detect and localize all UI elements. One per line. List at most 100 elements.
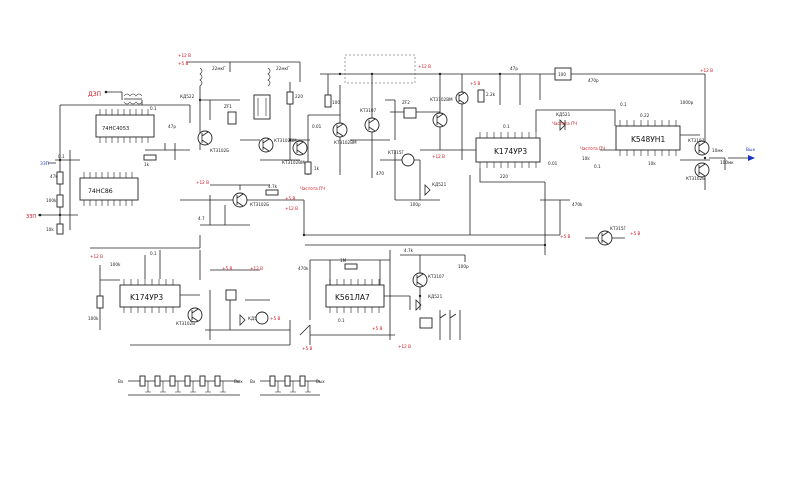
transistor-switch — [597, 230, 613, 246]
svg-text:КД521: КД521 — [432, 182, 447, 187]
transistor-t6 — [364, 117, 380, 133]
svg-text:47p: 47p — [168, 124, 176, 129]
ic-k174ur3-upper-label: K174УР3 — [494, 147, 527, 156]
svg-text:ЗЗП: ЗЗП — [40, 161, 49, 167]
relay-contacts — [439, 310, 461, 340]
transistor-relay — [412, 272, 428, 288]
transistor-t7 — [432, 112, 448, 128]
svg-text:10k: 10k — [46, 227, 54, 232]
logic-stage: K561ЛА7 1M 470k +5 В 0.1 +5 В КТ3107 КД5… — [298, 248, 469, 351]
svg-text:+12 В: +12 В — [418, 64, 431, 69]
svg-text:470p: 470p — [588, 78, 599, 83]
svg-text:ZF2: ZF2 — [402, 100, 410, 105]
svg-text:470: 470 — [376, 171, 384, 176]
lo-dashed-box — [344, 54, 416, 84]
svg-text:1000p: 1000p — [680, 100, 694, 105]
transistor-t3 — [292, 140, 308, 156]
diode-d3 — [424, 184, 431, 196]
svg-text:+12 В: +12 В — [178, 53, 191, 58]
svg-text:КД521: КД521 — [428, 294, 443, 299]
if-amplifier: K174УР3 0.1 220 0.01 100 470p 47p Частот… — [460, 66, 605, 245]
svg-text:0.01: 0.01 — [548, 161, 558, 166]
svg-text:+5 В: +5 В — [560, 234, 571, 239]
svg-text:КД521: КД521 — [556, 112, 571, 117]
svg-text:4.7k: 4.7k — [268, 184, 278, 189]
svg-text:КТ3102ВМ: КТ3102ВМ — [274, 138, 297, 143]
svg-text:Вх: Вх — [118, 379, 124, 384]
svg-text:220: 220 — [295, 94, 303, 99]
svg-text:0.1: 0.1 — [338, 318, 345, 323]
resistor-r16 — [96, 295, 104, 309]
svg-text:Частота ПЧ: Частота ПЧ — [580, 146, 605, 151]
svg-text:100мк: 100мк — [720, 160, 734, 165]
svg-text:0.1: 0.1 — [150, 251, 157, 256]
svg-text:Частота ПЧ: Частота ПЧ — [300, 186, 325, 191]
output-arrow-icon — [748, 155, 755, 161]
svg-text:0.1: 0.1 — [620, 102, 627, 107]
svg-text:47p: 47p — [510, 66, 518, 71]
svg-text:100k: 100k — [88, 316, 99, 321]
ic-74hc86 — [79, 177, 139, 201]
transistor-bias — [232, 192, 248, 208]
svg-text:КТ315Г: КТ315Г — [388, 150, 405, 155]
svg-text:КТ3102Б: КТ3102Б — [210, 148, 229, 153]
junction-dots — [58, 72, 707, 298]
svg-text:0.01: 0.01 — [312, 124, 322, 129]
svg-text:1k: 1k — [314, 166, 320, 171]
relay-coil — [419, 317, 433, 329]
svg-text:+12 В: +12 В — [250, 266, 263, 271]
svg-text:100k: 100k — [110, 262, 121, 267]
switch-icon[interactable] — [299, 324, 311, 345]
oscillator-stage: +12 В +5 В 22мкГ КД522 КТ3102Б ZF1 22мкГ… — [178, 53, 496, 178]
transistor-lower-2 — [255, 311, 269, 325]
svg-text:0.1: 0.1 — [503, 124, 510, 129]
resistor-r4 — [56, 194, 64, 208]
svg-text:1k: 1k — [144, 162, 150, 167]
svg-text:+12 В: +12 В — [700, 68, 713, 73]
svg-text:+5 В: +5 В — [178, 61, 189, 66]
svg-text:4.7: 4.7 — [198, 216, 205, 221]
svg-text:+12 В: +12 В — [285, 206, 298, 211]
svg-text:0.1: 0.1 — [594, 164, 601, 169]
svg-text:КТ3107: КТ3107 — [688, 138, 705, 143]
left-output-terminal — [38, 213, 42, 217]
ic-k561la7-label: K561ЛА7 — [335, 293, 370, 302]
svg-text:47k: 47k — [50, 174, 58, 179]
svg-text:Вых: Вых — [316, 379, 325, 384]
svg-text:+5 В: +5 В — [470, 81, 481, 86]
filter-diagram-b: Вх Вых — [250, 375, 325, 396]
transistor-lower — [187, 307, 203, 323]
svg-text:2.2k: 2.2k — [486, 92, 496, 97]
input-stage: ДЗП 74HC4053 74HC86 47k 100k 10k ЗЗП — [26, 90, 191, 235]
svg-text:Вых: Вых — [234, 379, 243, 384]
ic-74hc4053-label: 74HC4053 — [102, 126, 129, 132]
svg-text:КД522: КД522 — [180, 94, 195, 99]
svg-text:+5 В: +5 В — [285, 196, 296, 201]
filter-b-crystals — [269, 375, 306, 387]
svg-text:4.7k: 4.7k — [404, 248, 414, 253]
svg-text:КТ3102Б: КТ3102Б — [686, 176, 705, 181]
svg-text:1M: 1M — [340, 258, 347, 263]
detector-stage: КТ315Г КД521 +12 В 470 100p 470k +5 В КТ… — [376, 150, 641, 246]
left-output-label: ЗЗП — [26, 214, 36, 220]
supply-rails — [90, 61, 706, 346]
svg-text:10мк: 10мк — [712, 148, 723, 153]
ic-k174ur3-lower — [119, 284, 181, 308]
input-transformer — [123, 93, 143, 105]
ic-pin-block — [225, 289, 237, 301]
transistor-t10 — [694, 162, 710, 178]
resistor-r1 — [56, 223, 64, 235]
transistor-detector — [401, 153, 415, 167]
svg-text:0.1: 0.1 — [150, 106, 157, 111]
regulator — [554, 67, 572, 81]
ic-74hc86-label: 74HC86 — [88, 188, 113, 195]
svg-text:100: 100 — [558, 72, 566, 77]
svg-text:+5 В: +5 В — [222, 266, 233, 271]
svg-text:100p: 100p — [410, 202, 421, 207]
lower-if-stage: +12 В K174УР3 100k 100k 0.1 КТ3102Б +5 В… — [88, 250, 290, 340]
filter-a-crystals — [139, 375, 221, 387]
svg-text:22мкГ: 22мкГ — [276, 66, 290, 71]
svg-text:470k: 470k — [572, 202, 583, 207]
svg-text:КТ3102ВМ: КТ3102ВМ — [430, 97, 453, 102]
